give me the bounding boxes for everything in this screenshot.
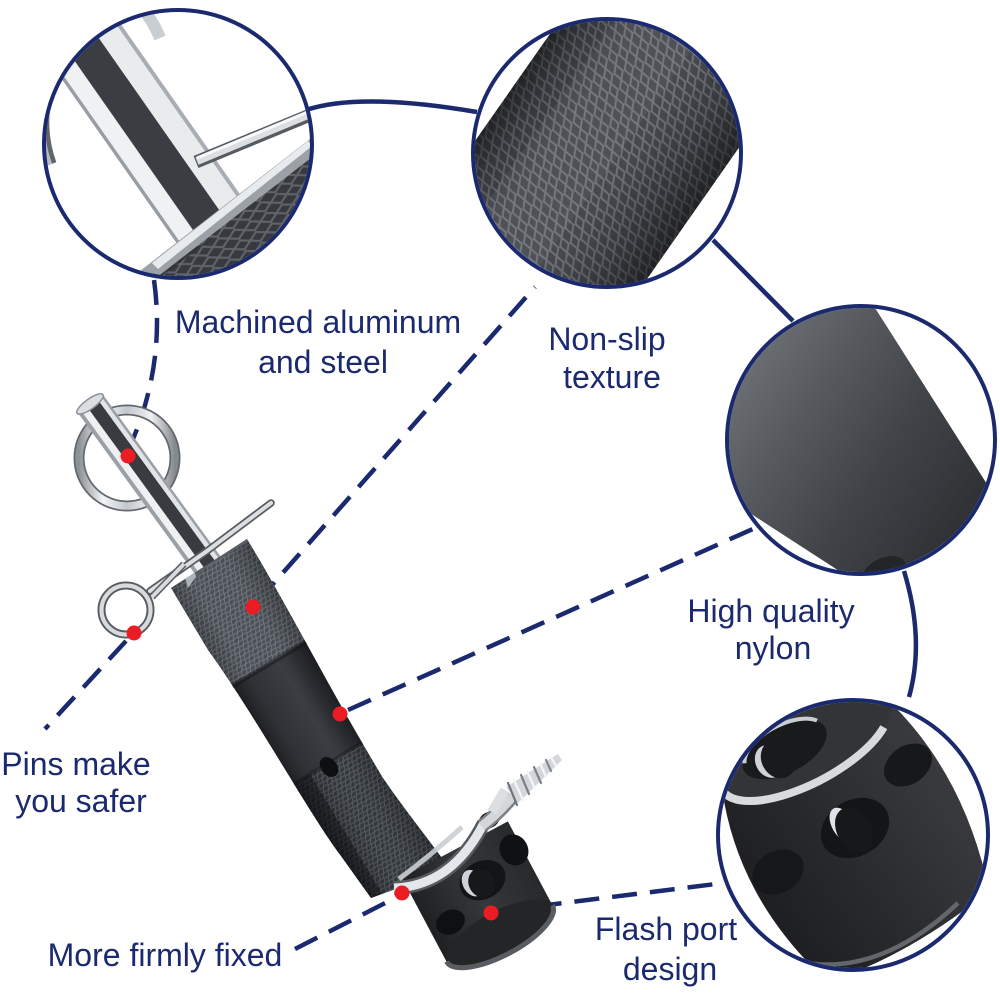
svg-text:you safer: you safer <box>15 783 147 819</box>
svg-text:Non-slip: Non-slip <box>548 321 665 357</box>
svg-text:More firmly fixed: More firmly fixed <box>48 937 283 973</box>
svg-text:design: design <box>623 951 717 987</box>
svg-text:Flash port: Flash port <box>595 911 737 947</box>
svg-text:High quality: High quality <box>687 593 854 629</box>
svg-text:Pins make: Pins make <box>1 746 150 782</box>
svg-text:Machined aluminum: Machined aluminum <box>175 304 461 340</box>
svg-text:texture: texture <box>563 359 661 395</box>
svg-text:nylon: nylon <box>735 630 812 666</box>
svg-text:and steel: and steel <box>258 344 388 380</box>
